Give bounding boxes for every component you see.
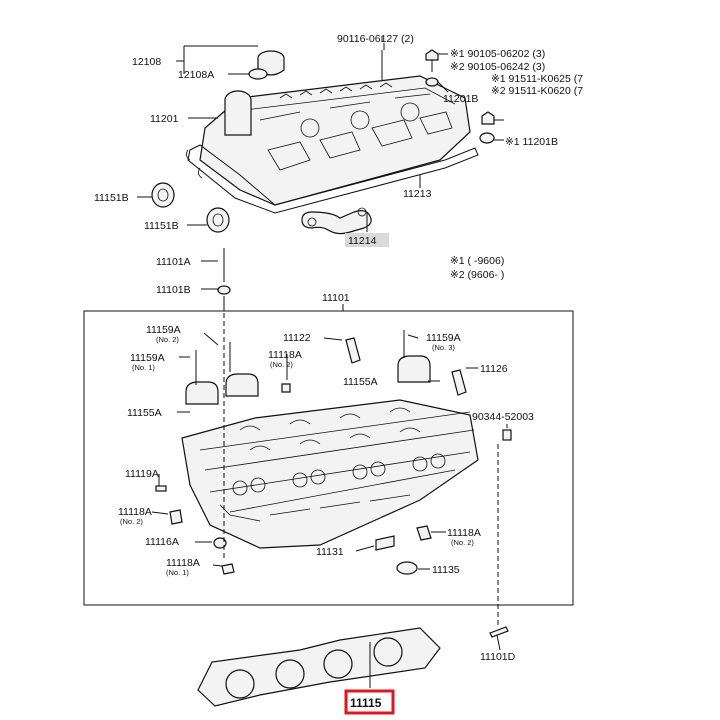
label-11159A-right[interactable]: 11159A [426, 332, 461, 344]
label-11126[interactable]: 11126 [480, 363, 508, 375]
label-90116[interactable]: 90116-06127 (2) [337, 33, 414, 45]
label-11201B-1[interactable]: 11201B [443, 93, 478, 105]
label-no2-d: (No. 2) [451, 538, 474, 547]
label-11201[interactable]: 11201 [150, 113, 179, 125]
camshaft-bearing-caps [185, 355, 431, 575]
label-11201B-2[interactable]: ※1 11201B [505, 136, 558, 148]
selected-part-highlight-11115[interactable] [344, 689, 395, 715]
head-gasket [197, 627, 441, 707]
label-11151B-1[interactable]: 11151B [94, 192, 129, 204]
label-90105-06242[interactable]: ※2 90105-06242 (3) [450, 61, 545, 73]
label-11101A[interactable]: 11101A [156, 256, 191, 268]
label-11118A-left[interactable]: 11118A [118, 506, 152, 518]
label-90344[interactable]: 90344-52003 [472, 411, 534, 423]
label-no1-a: (No. 1) [132, 363, 155, 372]
label-no1-b: (No. 1) [166, 568, 189, 577]
label-11116A[interactable]: 11116A [145, 536, 179, 548]
label-11101[interactable]: 11101 [322, 292, 350, 304]
label-11118A-bottom[interactable]: 11118A [166, 557, 200, 569]
part-labels: 12108 12108A 11201 11151B 11151B 11101A … [94, 33, 583, 710]
label-12108[interactable]: 12108 [132, 56, 161, 68]
label-11118A-right[interactable]: 11118A [447, 527, 481, 539]
label-11118A-mid[interactable]: 11118A [268, 349, 302, 361]
label-highlight-11214 [345, 233, 389, 247]
label-11155A-right[interactable]: 11155A [343, 376, 378, 388]
cylinder-head [181, 399, 479, 549]
label-11213[interactable]: 11213 [403, 188, 432, 200]
label-91511-K0625[interactable]: ※1 91511-K0625 (7 [491, 73, 583, 85]
label-11101D[interactable]: 11101D [480, 651, 516, 663]
label-no3: (No. 3) [432, 343, 455, 352]
label-no2-a: (No. 2) [156, 335, 179, 344]
note-2: ※2 (9606- ) [450, 269, 504, 281]
label-11131[interactable]: 11131 [316, 546, 344, 558]
label-11115[interactable]: 11115 [350, 696, 382, 710]
label-90105-06202[interactable]: ※1 90105-06202 (3) [450, 48, 545, 60]
label-11155A-left[interactable]: 11155A [127, 407, 162, 419]
leader-lines [137, 36, 508, 688]
label-11122[interactable]: 11122 [283, 332, 311, 344]
label-no2-c: (No. 2) [120, 517, 143, 526]
label-no2-b: (No. 2) [270, 360, 293, 369]
label-11135[interactable]: 11135 [432, 564, 460, 576]
label-11214[interactable]: 11214 [348, 235, 377, 247]
label-11159A-left[interactable]: 11159A [130, 352, 165, 364]
label-11159A-top[interactable]: 11159A [146, 324, 181, 336]
label-11119A[interactable]: 11119A [125, 468, 159, 480]
cylinder-head-subassembly-frame [83, 310, 574, 606]
label-91511-K0620[interactable]: ※2 91511-K0620 (7 [491, 85, 583, 97]
valve-cover-assembly [151, 43, 495, 235]
label-11151B-2[interactable]: 11151B [144, 220, 179, 232]
note-1: ※1 ( -9606) [450, 255, 504, 267]
label-12108A[interactable]: 12108A [178, 69, 214, 81]
label-11101B[interactable]: 11101B [156, 284, 191, 296]
fasteners [155, 248, 512, 638]
